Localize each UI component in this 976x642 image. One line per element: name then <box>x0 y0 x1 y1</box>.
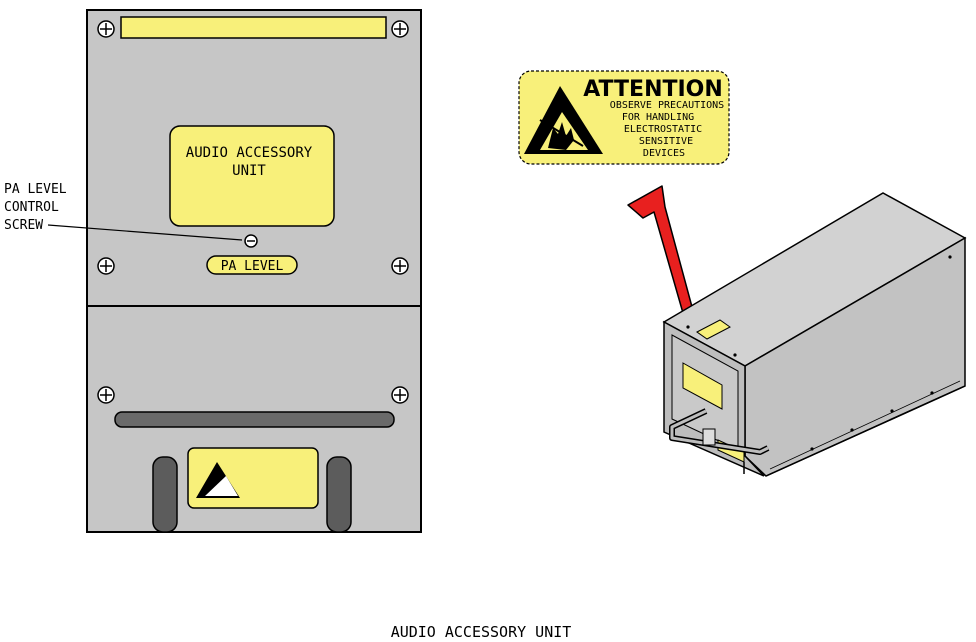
unit-3d-view <box>662 192 967 477</box>
figure-caption: AUDIO ACCESSORY UNIT <box>391 623 572 641</box>
pa-level-control-screw[interactable] <box>244 234 258 248</box>
attention-line3: ELECTROSTATIC <box>624 124 702 135</box>
esd-hand-icon <box>524 86 603 154</box>
attention-heading: ATTENTION <box>583 77 723 102</box>
slot-bar <box>114 411 395 428</box>
unit-label-plate <box>169 125 335 227</box>
attention-line5: DEVICES <box>643 148 685 159</box>
callout-leader-line <box>47 224 243 241</box>
front-panel: AUDIO ACCESSORY UNIT PA LEVEL <box>86 9 422 533</box>
unit-front-label <box>682 362 723 410</box>
screw-icon <box>391 20 409 38</box>
attention-line4: SENSITIVE <box>639 136 693 147</box>
pa-level-label-plate <box>206 255 298 275</box>
pointer-arrow <box>627 185 696 321</box>
screw-icon <box>97 386 115 404</box>
esd-warning-icon <box>196 462 240 498</box>
attention-label: ATTENTION OBSERVE PRECAUTIONS FOR HANDLI… <box>518 70 730 165</box>
screw-icon <box>391 386 409 404</box>
unit-top-attention-label <box>696 319 731 340</box>
screw-icon <box>97 257 115 275</box>
attention-line1: OBSERVE PRECAUTIONS <box>610 100 724 111</box>
handle-left[interactable] <box>152 456 178 533</box>
callout-line2: CONTROL <box>4 200 59 215</box>
pa-level-label: PA LEVEL <box>221 259 284 274</box>
callout-line3: SCREW <box>4 218 43 233</box>
top-label-strip <box>120 16 387 39</box>
esd-warning-plate <box>187 447 319 509</box>
screw-icon <box>97 20 115 38</box>
handle-right[interactable] <box>326 456 352 533</box>
screw-icon <box>391 257 409 275</box>
pa-level-callout: PA LEVEL CONTROL SCREW <box>4 182 243 241</box>
unit-label-line2: UNIT <box>232 163 266 179</box>
attention-line2: FOR HANDLING <box>622 112 694 123</box>
unit-label-line1: AUDIO ACCESSORY <box>186 145 313 161</box>
callout-line1: PA LEVEL <box>4 182 67 197</box>
